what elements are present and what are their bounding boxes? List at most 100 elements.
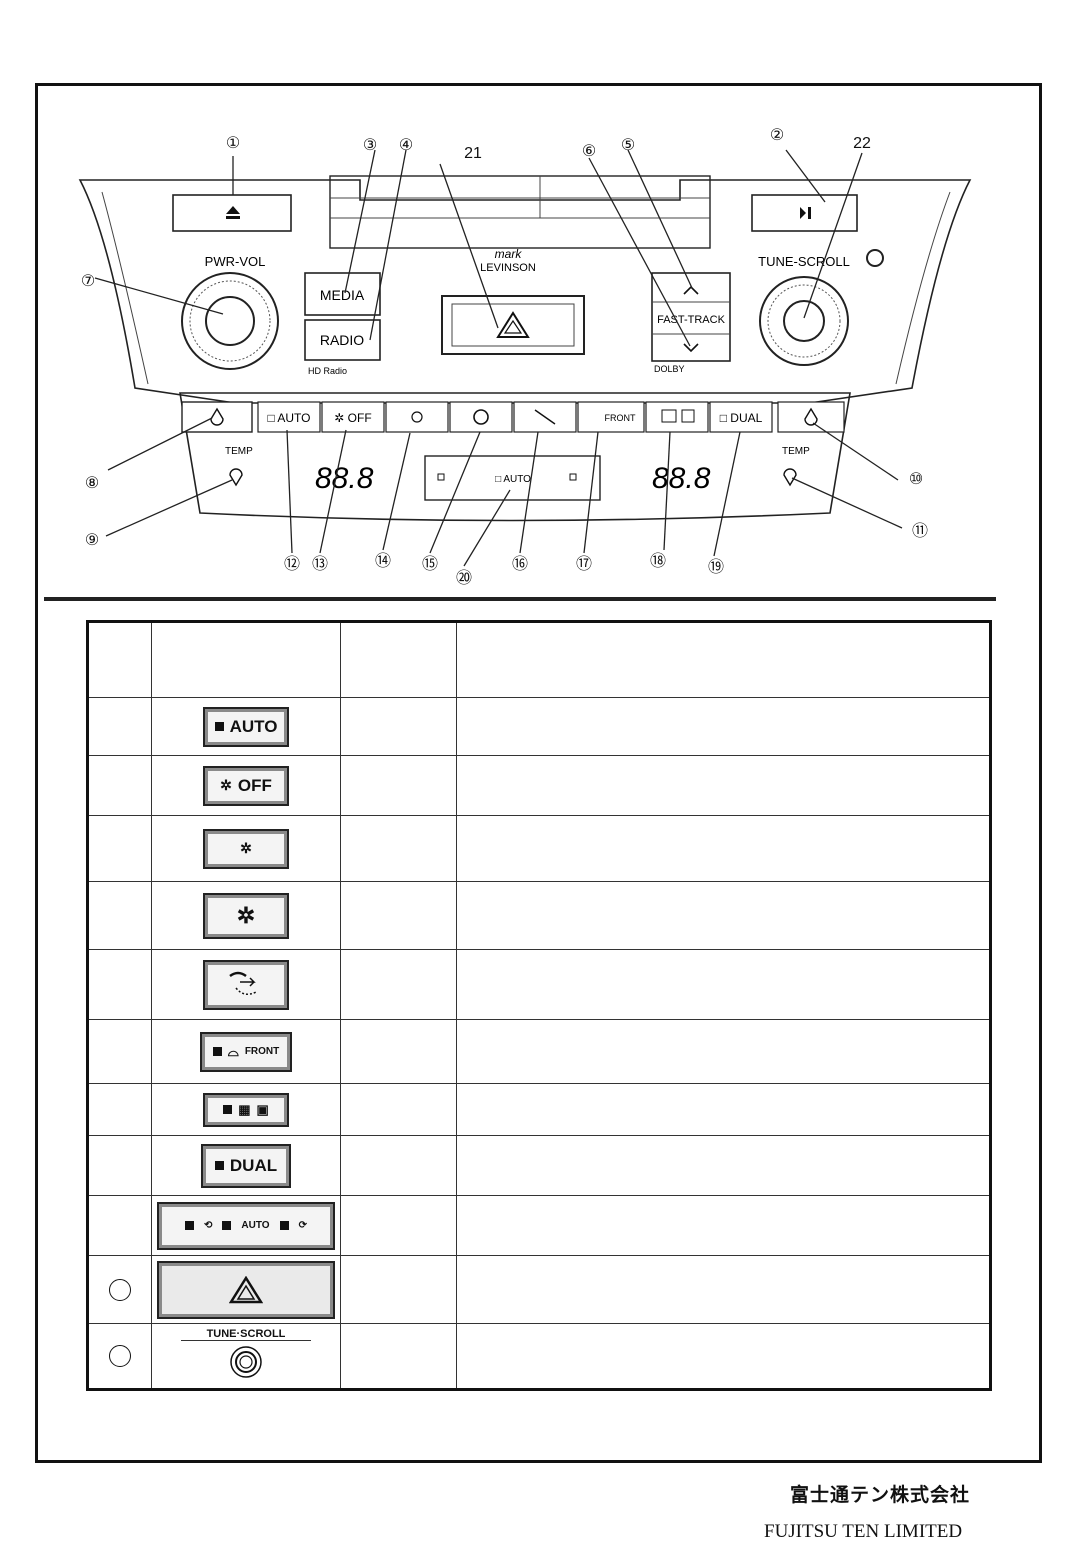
fresh-air-icon: ⟳ (298, 1220, 307, 1231)
row-number (87, 697, 152, 756)
dual-key-image: DUAL (201, 1143, 291, 1188)
callout-19: ⑲ (708, 558, 724, 576)
table-row: ✲OFF (87, 755, 991, 816)
svg-text:□ AUTO: □ AUTO (267, 411, 310, 425)
air-mode-display: □ AUTO (424, 455, 601, 501)
svg-text:✲ OFF: ✲ OFF (334, 411, 371, 425)
mirror-defrost-icon: ▣ (256, 1101, 269, 1117)
leader-lines (94, 149, 903, 567)
auto-key-image: AUTO (203, 706, 289, 747)
media-button[interactable]: MEDIA (304, 272, 381, 316)
header-cell (340, 621, 457, 698)
temp-display-left: 88.8 (315, 462, 374, 495)
hazard-key-image (157, 1260, 335, 1319)
front-defrost-key-image: ⌓FRONT (200, 1031, 292, 1072)
callout-10: ⑩ (909, 471, 923, 488)
hd-radio-label: HD Radio (308, 366, 347, 376)
section-divider (44, 597, 996, 601)
callout-5: ⑤ (621, 137, 635, 154)
svg-text:TEMP: TEMP (225, 446, 253, 457)
temp-up-right-button[interactable] (777, 401, 845, 433)
table-header-row (87, 621, 991, 698)
callout-1: ① (226, 135, 240, 152)
panel-outline (78, 179, 972, 404)
hazard-icon (229, 1275, 263, 1303)
callout-2: ② (770, 127, 784, 144)
mode-button[interactable] (513, 401, 577, 433)
company-name-english: FUJITSU TEN LIMITED (764, 1521, 963, 1542)
fan-off-key-image: ✲OFF (203, 765, 289, 806)
svg-text:□ AUTO: □ AUTO (495, 474, 531, 485)
fan-icon: ✲ (220, 777, 232, 793)
eject-button[interactable] (172, 194, 292, 232)
table-row (87, 1255, 991, 1324)
callout-11: ⑪ (912, 522, 928, 540)
display-slot (329, 175, 711, 249)
tune-scroll-knob[interactable] (759, 276, 849, 366)
recirculate-icon: ⟲ (204, 1220, 213, 1231)
row-marker-circle (109, 1278, 131, 1301)
fan-small-icon: ✲ (240, 840, 252, 856)
microphone-icon (866, 249, 884, 267)
rear-defrost-key-image: ▦▣ (203, 1092, 289, 1127)
row-number (87, 815, 152, 882)
defog-key-image (203, 959, 289, 1010)
svg-text:RADIO: RADIO (320, 332, 364, 348)
tune-scroll-caption: TUNE·SCROLL (181, 1328, 311, 1341)
fan-off-button[interactable]: ✲ OFF (321, 401, 385, 433)
callout-6: ⑥ (582, 143, 596, 160)
table-row: ▦▣ (87, 1083, 991, 1136)
fan-up-button[interactable] (449, 401, 513, 433)
svg-text:FRONT: FRONT (605, 413, 636, 423)
row-marker-circle (109, 1345, 131, 1367)
control-panel-diagram: PWR-VOL TUNE-SCROLL MEDIA RADIO HD Radio… (78, 127, 972, 587)
table-row: ⌓FRONT (87, 1019, 991, 1084)
table-row: ✲ (87, 881, 991, 950)
table-row: TUNE·SCROLL (87, 1323, 991, 1390)
svg-text:TEMP: TEMP (782, 446, 810, 457)
rear-defrost-icon: ▦ (238, 1101, 251, 1117)
row-number (87, 1195, 152, 1256)
tune-scroll-knob-icon (230, 1346, 262, 1378)
header-cell (456, 621, 991, 698)
auto-button[interactable]: □ AUTO (257, 401, 321, 433)
callout-8: ⑧ (85, 475, 99, 492)
brand-logo: mark (495, 247, 523, 261)
page-frame (35, 83, 1042, 1463)
front-defrost-button[interactable]: FRONT (577, 401, 645, 433)
fan-large-icon: ✲ (236, 902, 256, 928)
callout-16: ⑯ (512, 555, 528, 573)
pwr-vol-knob[interactable] (181, 272, 279, 370)
windshield-icon: ⌓ (227, 1043, 239, 1059)
table-row (87, 949, 991, 1020)
radio-button[interactable]: RADIO (304, 319, 381, 361)
callout-15: ⑮ (422, 555, 438, 573)
fan-low-key-image: ✲ (203, 828, 289, 869)
table-row: ✲ (87, 815, 991, 882)
dual-button[interactable]: □ DUAL (709, 401, 773, 433)
temp-down-left-button[interactable]: TEMP (225, 446, 253, 487)
callout-13: ⑬ (312, 555, 328, 573)
callout-14: ⑭ (375, 552, 391, 570)
callout-17: ⑰ (576, 555, 592, 573)
callout-18: ⑱ (650, 552, 666, 570)
callout-22: 22 (853, 135, 871, 152)
header-cell (87, 621, 152, 698)
tune-scroll-label: TUNE-SCROLL (758, 254, 850, 269)
fast-track-rocker[interactable]: FAST-TRACK (651, 272, 731, 362)
row-number (87, 949, 152, 1020)
row-number (87, 1083, 152, 1136)
callout-12: ⑫ (284, 555, 300, 573)
row-number (87, 1135, 152, 1196)
rear-defrost-button[interactable] (645, 401, 709, 433)
play-pause-button[interactable] (751, 194, 858, 232)
air-mode-indicator-image: ⟲AUTO⟳ (157, 1201, 335, 1250)
hazard-button[interactable] (441, 295, 585, 355)
callout-21: 21 (464, 145, 482, 162)
fan-down-button[interactable] (385, 401, 449, 433)
button-spec-table: AUTO ✲OFF ✲ ✲ ⌓FRONT ▦▣ DUAL ⟲AUTO⟳ (86, 620, 992, 1391)
table-row: ⟲AUTO⟳ (87, 1195, 991, 1256)
temp-down-right-button[interactable]: TEMP (782, 446, 810, 487)
callout-4: ④ (399, 137, 413, 154)
company-name-japanese: 富士通テン株式会社 (790, 1484, 971, 1506)
